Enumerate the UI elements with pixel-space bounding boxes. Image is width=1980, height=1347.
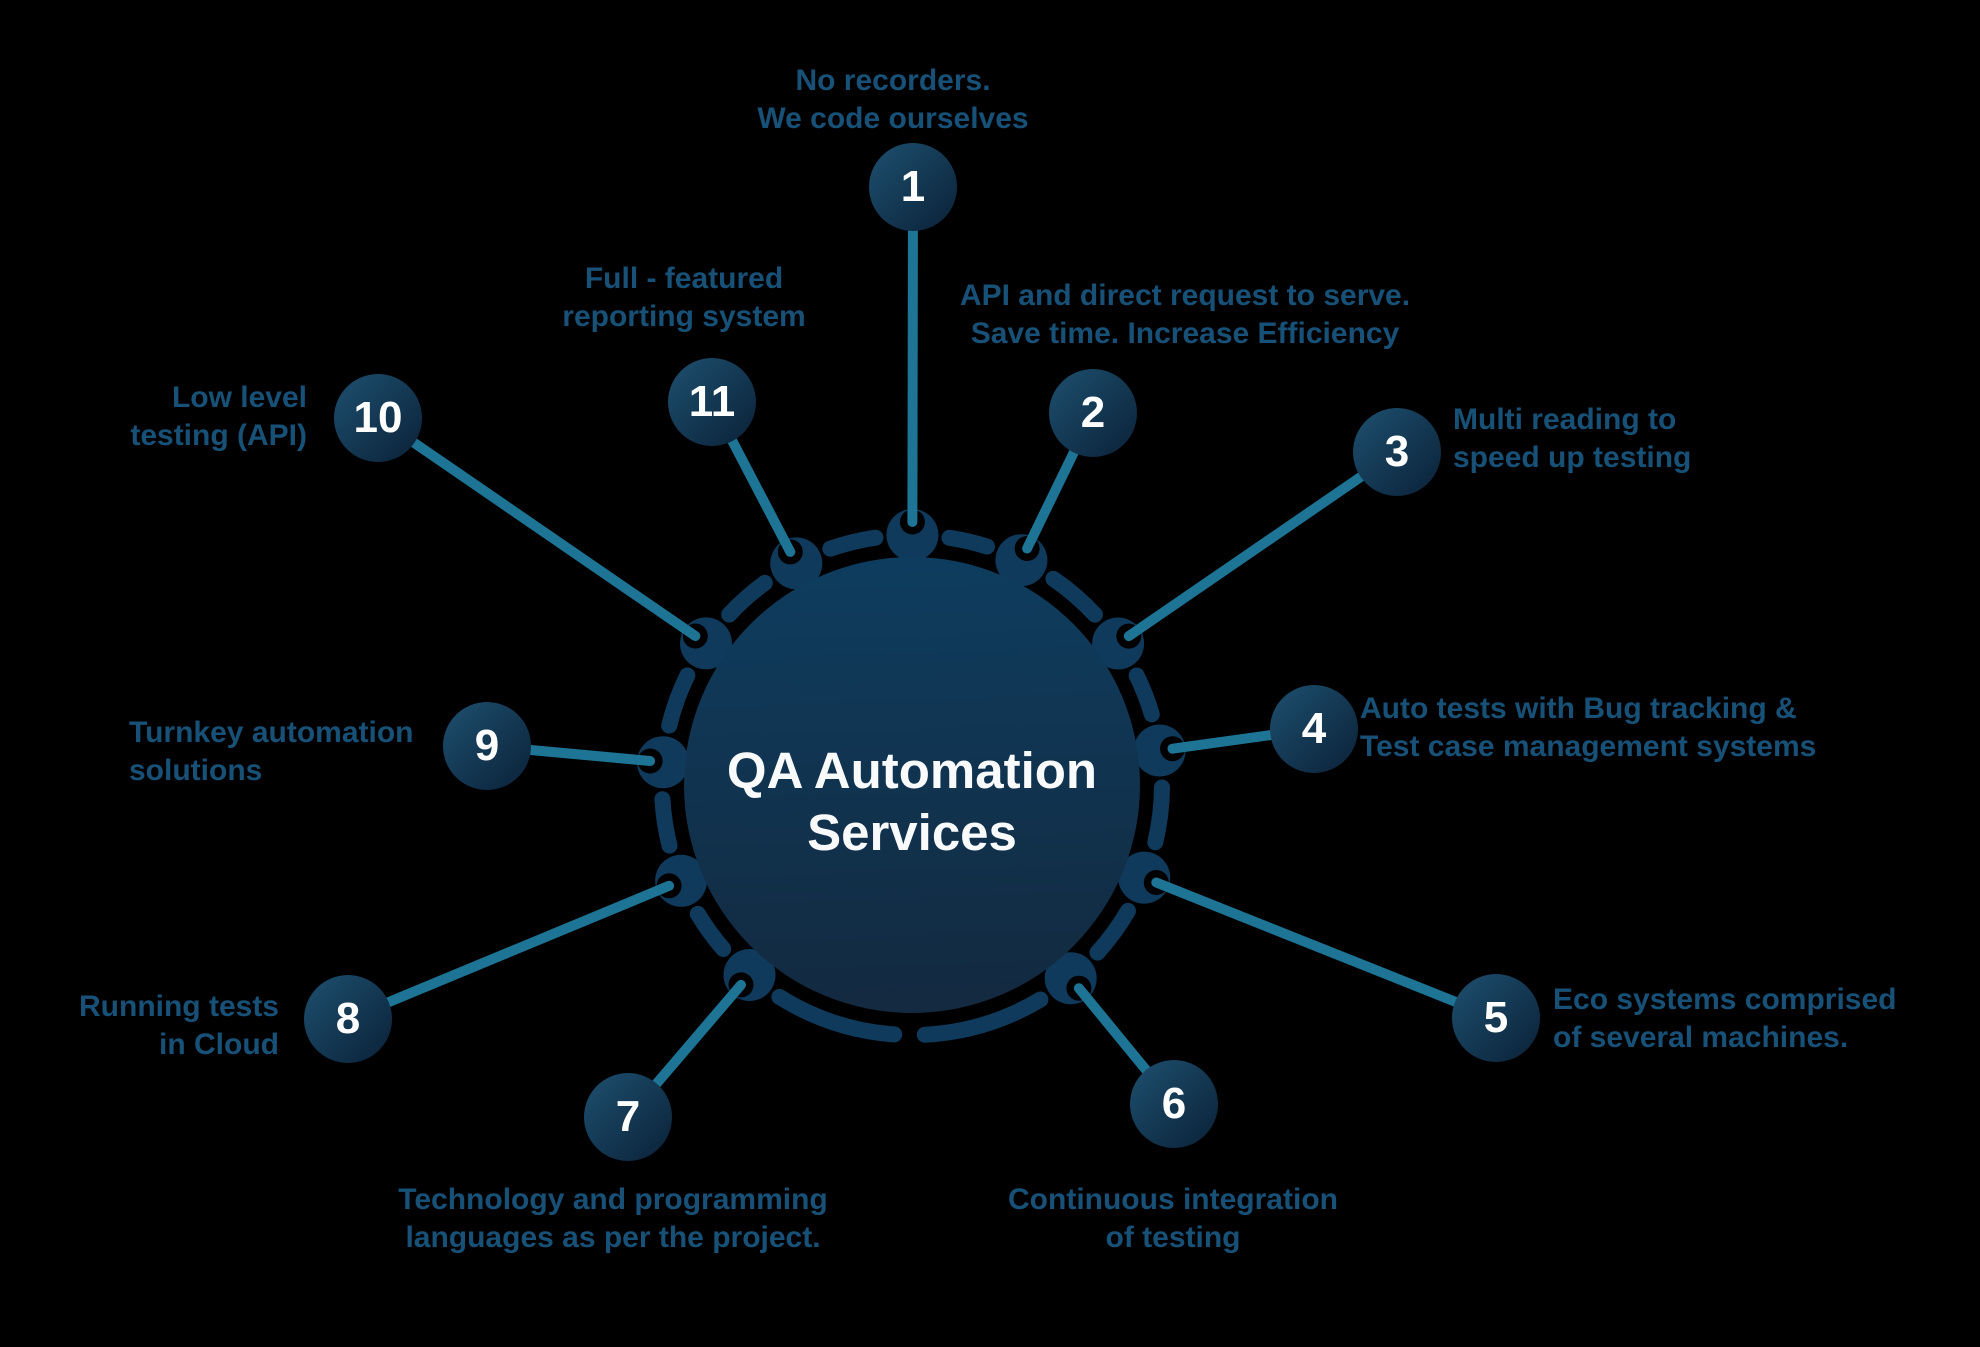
node-number-11: 11 <box>688 377 736 426</box>
ring-dash-10 <box>771 988 903 1043</box>
ring-dash-8 <box>1089 902 1136 961</box>
node-circle-4: 4 <box>1270 685 1358 773</box>
node-label-9-line-1: Turnkey automation <box>129 716 414 749</box>
node-label-11-line-2: reporting system <box>562 300 806 333</box>
node-number-10: 10 <box>353 393 403 442</box>
ring-dash-6 <box>1128 667 1160 723</box>
node-label-3-line-2: speed up testing <box>1453 441 1692 474</box>
node-label-8-line-2: in Cloud <box>159 1028 279 1061</box>
node-label-1-line-2: We code ourselves <box>757 102 1029 135</box>
node-circle-7: 7 <box>584 1073 672 1161</box>
node-circle-2: 2 <box>1049 369 1137 457</box>
node-number-4: 4 <box>1301 704 1327 753</box>
connector-line-5 <box>1151 877 1501 1023</box>
node-label-2-line-1: API and direct request to serve. <box>959 279 1411 312</box>
node-label-8: Running tests in Cloud <box>79 988 279 1064</box>
node-circle-11: 11 <box>668 358 756 446</box>
node-label-9-line-2: solutions <box>129 754 263 787</box>
node-label-7-line-2: languages as per the project. <box>405 1221 821 1254</box>
node-label-3-line-1: Multi reading to <box>1453 403 1677 436</box>
ring-dash-3 <box>822 529 884 557</box>
node-label-2-line-2: Save time. Increase Efficiency <box>970 317 1400 350</box>
node-label-10: Low level testing (API) <box>130 379 307 455</box>
node-label-5-line-2: of several machines. <box>1553 1021 1849 1054</box>
node-number-1: 1 <box>900 162 926 211</box>
ring-dash-11 <box>689 905 732 957</box>
node-label-5-line-1: Eco systems comprised <box>1553 983 1897 1016</box>
node-label-8-line-1: Running tests <box>79 990 279 1023</box>
node-circle-5: 5 <box>1452 974 1540 1062</box>
node-circle-3: 3 <box>1353 408 1441 496</box>
node-label-7: Technology and programming languages as p… <box>398 1181 827 1257</box>
node-label-1-line-1: No recorders. <box>795 64 991 97</box>
node-label-5: Eco systems comprised of several machines… <box>1553 981 1897 1057</box>
ring-dash-2 <box>721 574 773 623</box>
hub-title-line-2: Services <box>807 804 1017 861</box>
ring-dash-5 <box>1045 570 1103 623</box>
node-label-11: Full - featured reporting system <box>562 260 805 336</box>
node-number-2: 2 <box>1080 388 1106 437</box>
node-label-6: Continuous integration of testing <box>1008 1181 1338 1257</box>
connector-line-8 <box>343 880 675 1024</box>
node-label-2: API and direct request to serve. Save tim… <box>960 277 1410 353</box>
ring-socket-1 <box>886 509 939 561</box>
node-label-10-line-2: testing (API) <box>130 419 307 452</box>
central-hub: QA Automation Services <box>684 557 1140 1013</box>
ring-dash-1 <box>661 667 696 734</box>
node-label-7-line-1: Technology and programming <box>398 1183 828 1216</box>
node-label-1: No recorders. We code ourselves <box>757 62 1028 138</box>
node-circle-10: 10 <box>334 374 422 462</box>
node-label-3: Multi reading to speed up testing <box>1453 401 1691 477</box>
connector-line-10 <box>373 413 701 641</box>
node-label-4: Auto tests with Bug tracking & Test case … <box>1360 690 1816 766</box>
node-circle-9: 9 <box>443 702 531 790</box>
ring-dash-7 <box>1147 779 1170 851</box>
ring-dash-9 <box>916 991 1049 1043</box>
node-circle-8: 8 <box>304 975 392 1063</box>
ring-dash-12 <box>654 791 678 854</box>
node-number-7: 7 <box>615 1092 641 1141</box>
node-label-4-line-1: Auto tests with Bug tracking & <box>1360 692 1797 725</box>
node-number-5: 5 <box>1483 993 1509 1042</box>
node-label-9: Turnkey automation solutions <box>129 714 413 790</box>
node-number-8: 8 <box>335 994 361 1043</box>
node-circle-1: 1 <box>869 143 957 231</box>
node-number-9: 9 <box>474 721 500 770</box>
node-label-4-line-2: Test case management systems <box>1360 730 1817 763</box>
node-circle-6: 6 <box>1130 1060 1218 1148</box>
node-label-10-line-1: Low level <box>171 381 307 414</box>
node-number-3: 3 <box>1384 427 1410 476</box>
connector-line-1 <box>907 182 918 527</box>
node-label-6-line-1: Continuous integration <box>1008 1183 1338 1216</box>
node-number-6: 6 <box>1161 1079 1187 1128</box>
node-label-6-line-2: of testing <box>1105 1221 1241 1254</box>
hub-title-line-1: QA Automation <box>726 742 1098 799</box>
node-label-11-line-1: Full - featured <box>584 262 784 295</box>
ring-dash-4 <box>941 529 995 555</box>
connector-line-3 <box>1123 447 1402 642</box>
